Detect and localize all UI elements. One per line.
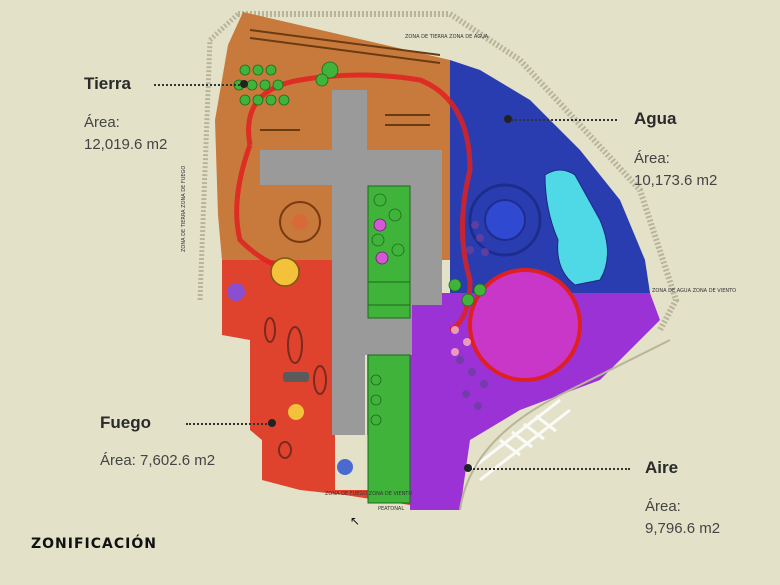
- leader-aire: [470, 468, 630, 470]
- marker-aire: [464, 464, 472, 472]
- tierra-circle: [279, 201, 321, 243]
- label-zona-tierra-agua: ZONA DE TIERRA ZONA DE AGUA: [405, 34, 489, 40]
- marker-agua: [504, 115, 512, 123]
- marker-fuego: [268, 419, 276, 427]
- water-body: [544, 169, 608, 286]
- label-peatonal: PEATONAL: [378, 506, 404, 512]
- water-circle: [468, 183, 542, 257]
- zone-fuego-shape: [222, 260, 410, 505]
- zone-fuego-title: Fuego: [100, 413, 151, 432]
- aire-circle: [468, 268, 582, 382]
- zone-tierra-title: Tierra: [84, 74, 131, 93]
- central-plaza: [260, 90, 442, 435]
- zone-fuego-area: Área: 7,602.6 m2: [100, 452, 216, 469]
- zone-aire-area: Área: 9,796.6 m2: [645, 498, 721, 537]
- tree-clusters: [233, 61, 487, 426]
- leader-tierra: [154, 84, 244, 86]
- zone-agua-area: Área: 10,173.6 m2: [634, 150, 718, 189]
- page-title: ZONIFICACIÓN: [31, 536, 157, 552]
- zone-agua-title: Agua: [634, 109, 677, 128]
- marker-tierra: [240, 80, 248, 88]
- leader-agua: [512, 119, 617, 121]
- zone-aire-shape: [410, 293, 660, 510]
- label-zona-tierra-fuego: ZONA DE TIERRA ZONA DE FUEGO: [181, 166, 187, 252]
- label-zona-fuego-viento: ZONA DE FUEGO ZONA DE VIENTO: [325, 491, 412, 497]
- leader-fuego: [186, 423, 270, 425]
- north-arrow-icon: ↖: [350, 514, 360, 528]
- site-boundary-left: [197, 12, 240, 301]
- label-zona-agua-viento: ZONA DE AGUA ZONA DE VIENTO: [652, 288, 736, 294]
- zone-aire-title: Aire: [645, 458, 679, 477]
- fire-pit: [270, 257, 300, 287]
- site-boundary: [238, 11, 680, 332]
- zone-tierra-area: Área: 12,019.6 m2: [84, 114, 168, 153]
